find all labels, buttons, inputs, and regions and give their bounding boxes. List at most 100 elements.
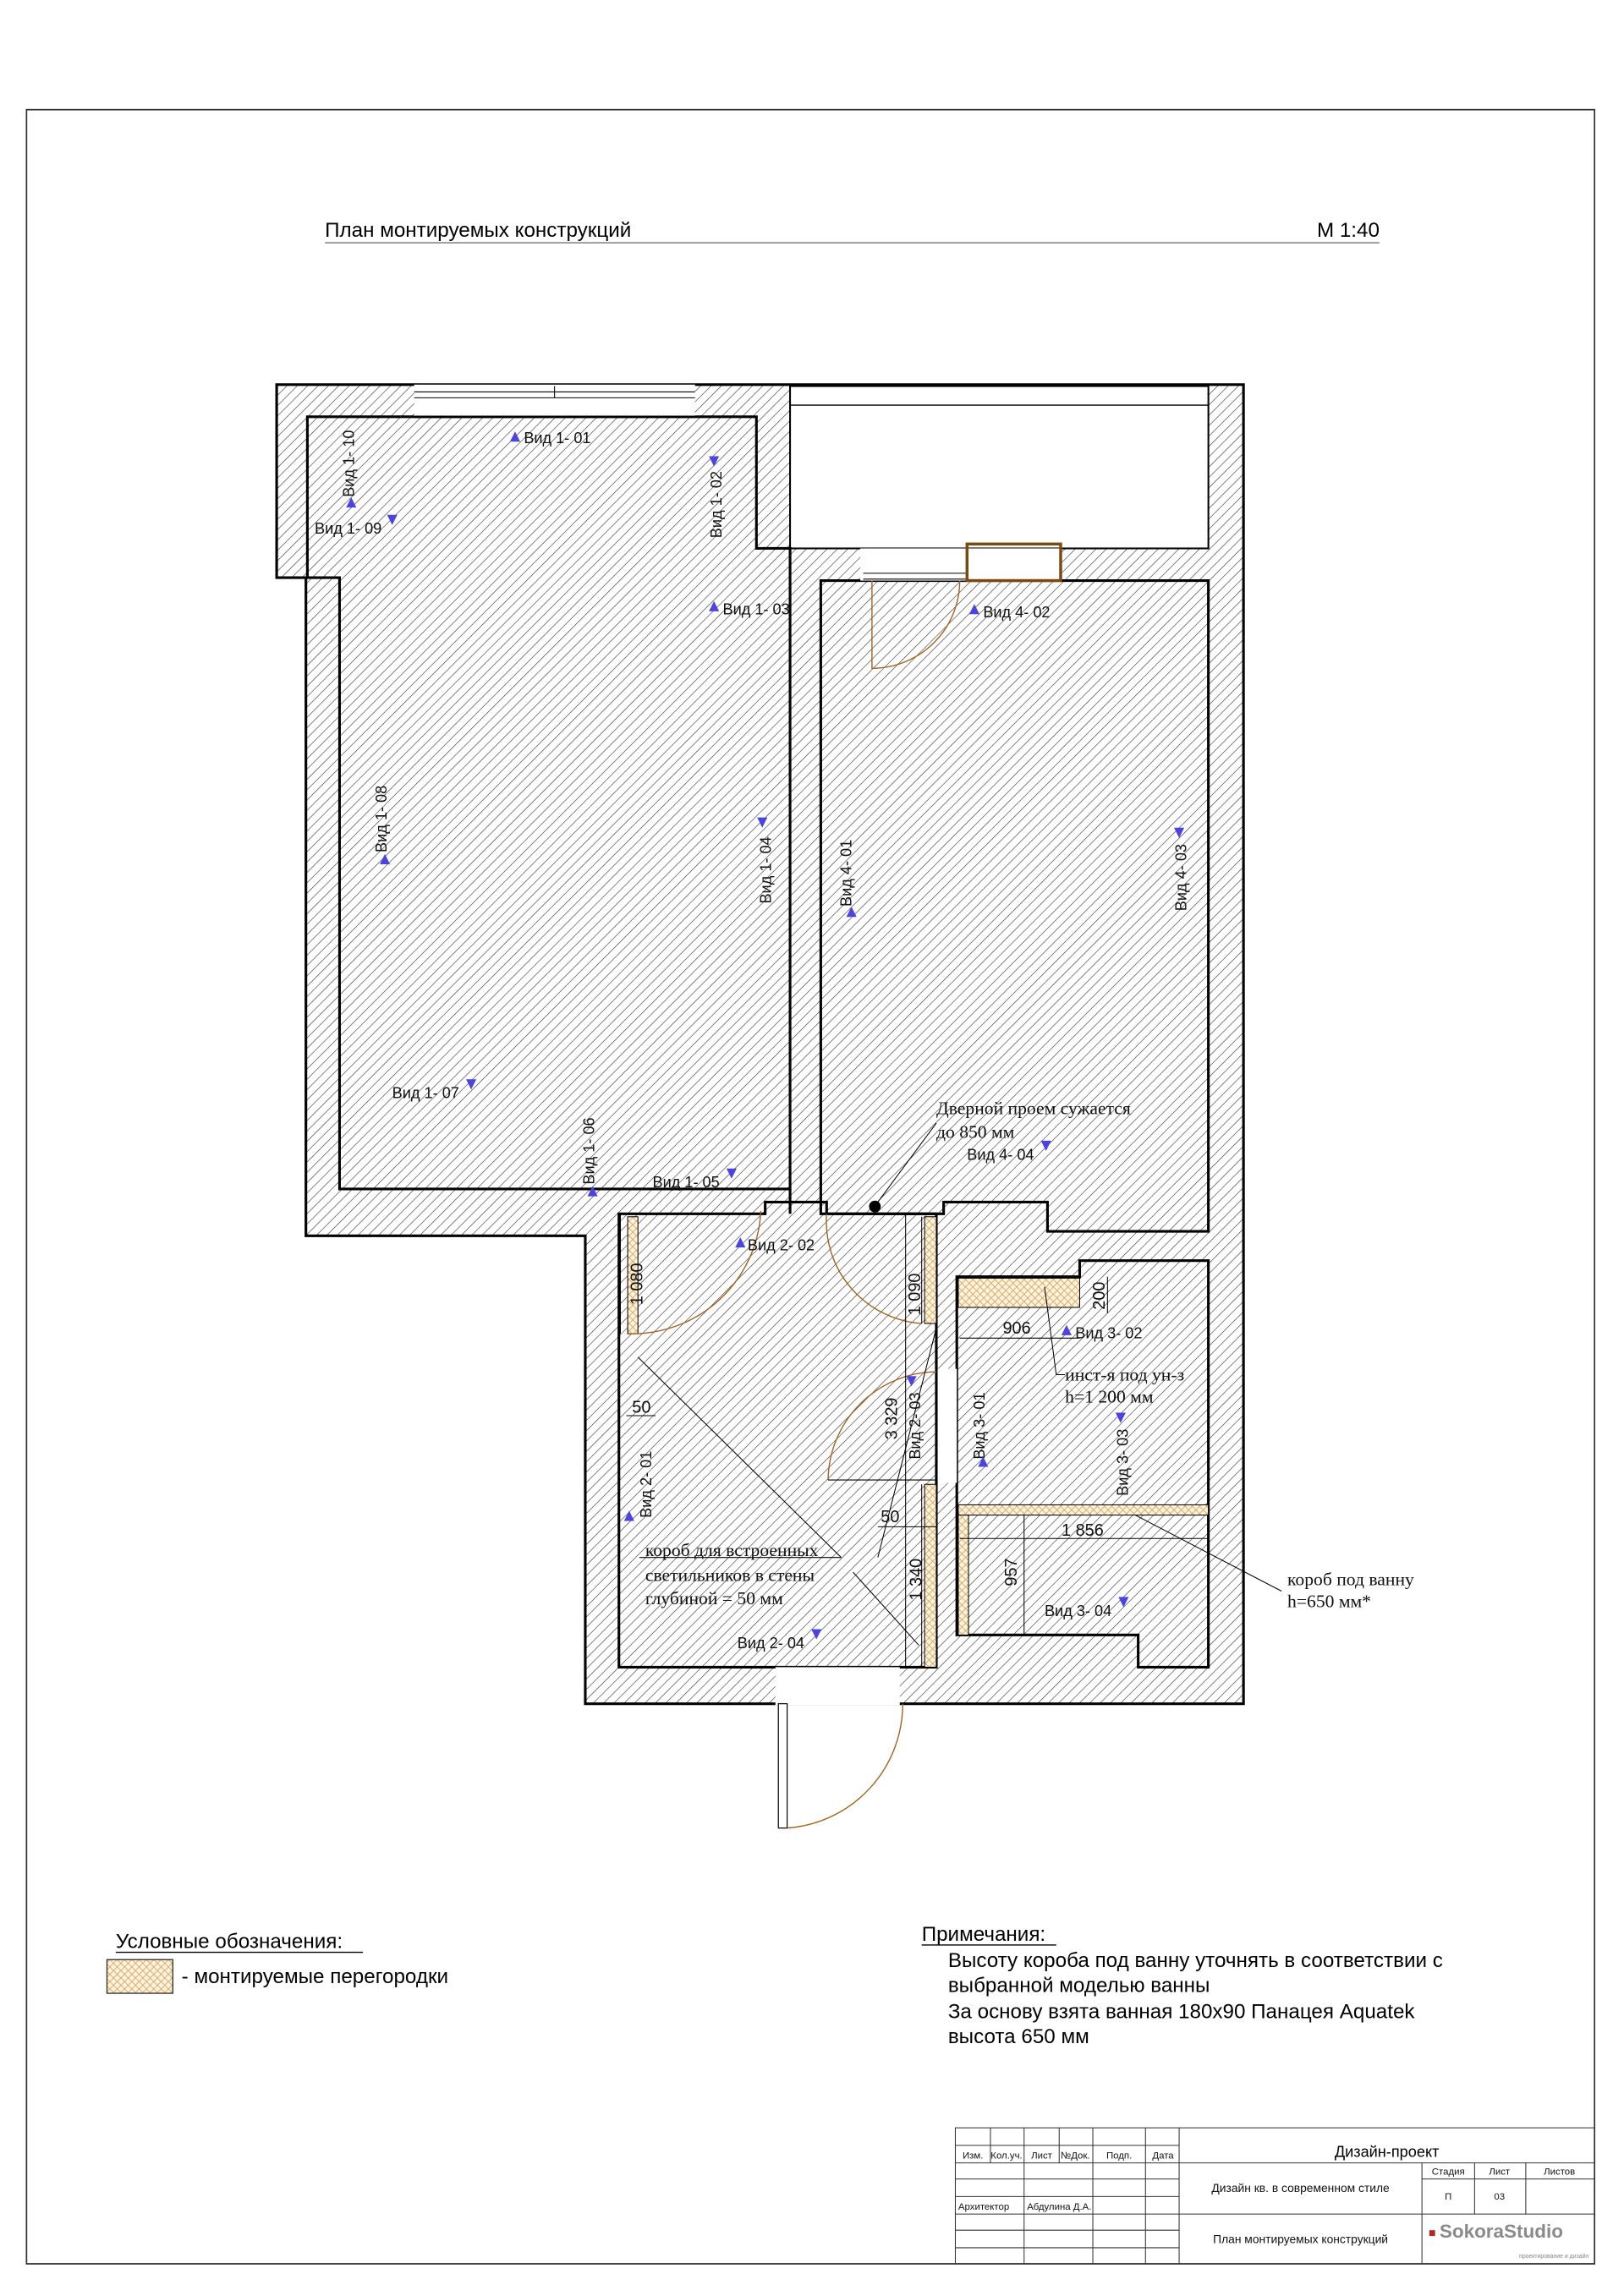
view-label: Вид 2- 03: [907, 1392, 924, 1459]
door-arc-bath: [827, 1371, 937, 1481]
view-marker-up-icon: [735, 1236, 746, 1248]
view-marker-down-icon: [1118, 1597, 1129, 1608]
dim-1856: 1 856: [1062, 1521, 1104, 1540]
callouts: Дверной проем сужается до 850 мм инст-я …: [639, 1099, 1414, 1611]
legend-title: Условные обозначения:: [116, 1930, 343, 1953]
tb-role: Архитектор: [958, 2202, 1009, 2212]
installation-box: [957, 1277, 1080, 1308]
note-line: выбранной моделью ванны: [948, 1974, 1210, 1997]
view-label: Вид 1- 06: [580, 1117, 597, 1184]
view-marker-up-icon: [1061, 1324, 1072, 1335]
view-label: Вид 1- 09: [315, 520, 381, 537]
balcony-window-frame: [965, 542, 1062, 583]
view-marker-up-icon: [846, 907, 857, 918]
view-label: Вид 3- 01: [971, 1392, 988, 1459]
tb-project: Дизайн-проект: [1335, 2144, 1440, 2161]
legend-item: - монтируемые перегородки: [182, 1965, 448, 1988]
dim-50-a: 50: [632, 1399, 650, 1417]
view-marker-down-icon: [1115, 1412, 1126, 1423]
view-marker-down-icon: [906, 1376, 917, 1387]
callout-lightbox-3: глубиной = 50 мм: [645, 1588, 783, 1608]
view-marker-up-icon: [346, 496, 357, 508]
notes: Примечания: Высоту короба под ванну уточ…: [921, 1923, 1443, 2048]
balcony-door-arc: [871, 580, 961, 669]
title-block-text: Изм. Кол.уч. Лист №Док. Подп. Дата Архит…: [958, 2144, 1589, 2260]
tb-header: №Док.: [1061, 2151, 1090, 2161]
view-marker-down-icon: [726, 1168, 737, 1179]
tb-header: Кол.уч.: [990, 2151, 1022, 2161]
entrance-opening: [775, 1667, 900, 1706]
drawing-title: План монтируемых конструкций: [325, 219, 631, 242]
view-label: Вид 1- 10: [341, 430, 358, 497]
note-line: высота 650 мм: [948, 2025, 1089, 2048]
note-line: За основу взята ванная 180х90 Панацея Aq…: [948, 2000, 1416, 2023]
tb-object: Дизайн кв. в современном стиле: [1211, 2181, 1390, 2195]
tb-header: Лист: [1031, 2151, 1053, 2161]
callout-install-2: h=1 200 мм: [1065, 1386, 1154, 1406]
bathroom: [955, 1259, 1210, 1669]
floor-plan: [275, 383, 1282, 1829]
view-marker-down-icon: [466, 1079, 477, 1090]
partition-swatch: [106, 1959, 173, 1994]
bath-door-opening: [937, 1368, 957, 1483]
bath-box: [957, 1504, 1210, 1516]
view-label: Вид 4- 02: [983, 604, 1050, 621]
entrance-door-leaf: [777, 1703, 788, 1829]
view-label: Вид 2- 02: [748, 1237, 815, 1254]
dim-906: 906: [1003, 1319, 1031, 1338]
view-marker-up-icon: [587, 1186, 598, 1197]
dim-3329: 3 329: [882, 1398, 901, 1440]
lightbox-strip: [924, 1483, 937, 1668]
view-label: Вид 3- 02: [1075, 1324, 1142, 1341]
view-marker-up-icon: [379, 853, 391, 865]
callout-bathbox-2: h=650 мм*: [1287, 1591, 1371, 1611]
callout-install-1: инст-я под ун-з: [1065, 1364, 1184, 1384]
view-marker-up-icon: [968, 604, 980, 615]
view-label: Вид 1- 07: [392, 1085, 459, 1102]
door-arc-room-1: [628, 1210, 762, 1334]
view-marker-up-icon: [978, 1456, 989, 1467]
lightbox-strip: [924, 1216, 937, 1324]
view-marker-down-icon: [757, 817, 768, 828]
view-label: Вид 4- 04: [967, 1146, 1034, 1163]
entrance-door-arc: [787, 1703, 903, 1829]
tb-sheet: 03: [1494, 2192, 1505, 2202]
dim-200: 200: [1090, 1282, 1109, 1310]
tb-header: Подп.: [1106, 2151, 1132, 2161]
view-label: Вид 1- 02: [708, 471, 725, 538]
view-label: Вид 1- 03: [723, 600, 790, 617]
wall-mass: [275, 383, 1245, 1706]
tb-sheets-label: Листов: [1544, 2167, 1575, 2177]
legend: Условные обозначения: - монтируемые пере…: [106, 1930, 448, 1994]
callout-lightbox-1: короб для встроенных: [645, 1540, 819, 1560]
note-line: Высоту короба под ванну уточнять в соотв…: [948, 1949, 1443, 1972]
sheet-frame: [25, 108, 1596, 2265]
view-marker-up-icon: [509, 431, 521, 442]
balcony-door-opening: [860, 548, 1061, 581]
view-label: Вид 4- 03: [1173, 844, 1190, 911]
callout-door-2: до 850 мм: [936, 1121, 1015, 1142]
view-label: Вид 2- 04: [738, 1635, 804, 1652]
view-label: Вид 3- 04: [1045, 1603, 1111, 1619]
tb-stage: П: [1445, 2192, 1451, 2202]
tb-sheet-title: План монтируемых конструкций: [1213, 2233, 1388, 2246]
logo-main: SokoraStudio: [1440, 2221, 1563, 2242]
callout-lightbox-2: светильников в стены: [645, 1564, 815, 1585]
tb-person: Абдулина Д.А.: [1027, 2202, 1091, 2212]
callout-bathbox-1: короб под ванну: [1287, 1570, 1414, 1590]
view-label: Вид 4- 01: [838, 840, 855, 907]
view-marker-down-icon: [811, 1629, 822, 1640]
dim-1340: 1 340: [908, 1559, 926, 1601]
dim-957: 957: [1002, 1558, 1021, 1586]
view-label: Вид 1- 08: [373, 786, 390, 852]
dimension-labels: 1 080 1 090 906 200 50 3 329 50 1 856 1 …: [628, 1263, 1108, 1600]
view-label: Вид 1- 05: [653, 1174, 720, 1191]
logo-icon: [1429, 2230, 1435, 2237]
view-label: Вид 1- 01: [524, 430, 590, 447]
view-marker-down-icon: [1040, 1140, 1051, 1151]
view-label: Вид 2- 01: [638, 1451, 655, 1518]
dim-1090: 1 090: [906, 1274, 924, 1316]
tb-sheet-label: Лист: [1489, 2167, 1511, 2177]
logo-sub: проектирование и дизайн: [1519, 2253, 1588, 2260]
